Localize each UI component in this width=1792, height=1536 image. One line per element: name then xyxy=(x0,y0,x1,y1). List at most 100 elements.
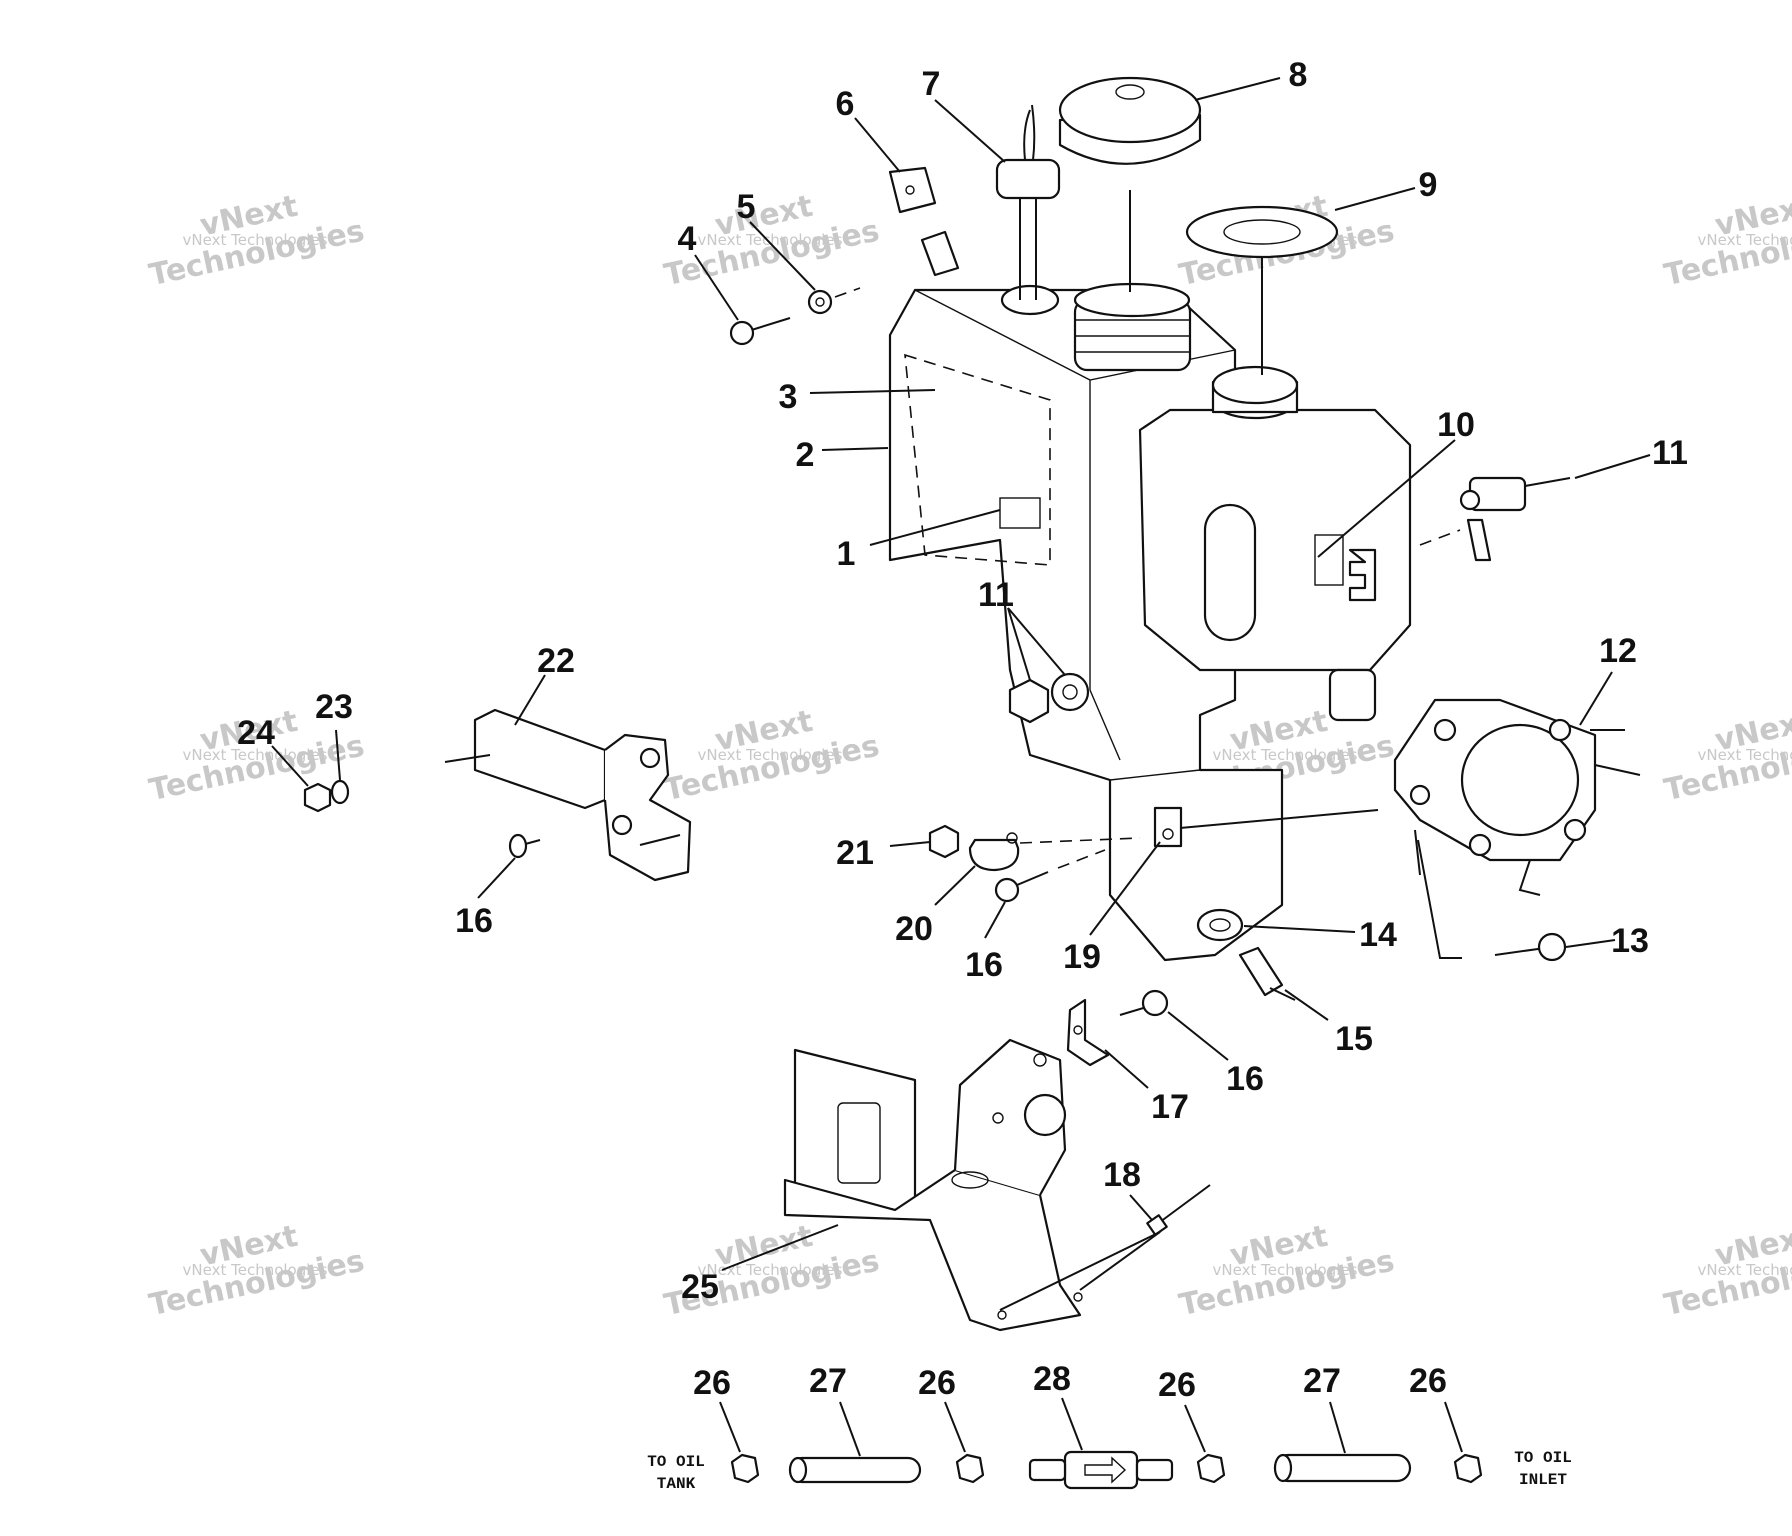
leader-line xyxy=(1574,454,1651,479)
bracket-tab xyxy=(1153,806,1183,848)
leader-line xyxy=(934,865,976,906)
leader-line xyxy=(1243,925,1356,933)
leader-line xyxy=(694,254,739,321)
callout-label: 7 xyxy=(922,65,941,103)
watermark-text: vNext Technologies xyxy=(698,746,843,764)
callout-label: 28 xyxy=(1033,1360,1071,1398)
tank-cap xyxy=(1058,76,1202,165)
callout-label: 11 xyxy=(978,576,1014,614)
nut-body xyxy=(928,824,960,859)
callout-label: 20 xyxy=(895,910,933,948)
leader-line xyxy=(934,99,1006,163)
callout-label: 3 xyxy=(779,378,798,416)
leader-line xyxy=(514,674,546,726)
leader-line xyxy=(1317,439,1456,558)
clamp-body xyxy=(730,1453,760,1484)
leader-line xyxy=(1104,1049,1149,1089)
bracket-hole xyxy=(997,1310,1007,1320)
clip-body xyxy=(1066,998,1110,1067)
leader-line xyxy=(1061,1397,1083,1451)
clamp-26 xyxy=(1196,1453,1226,1484)
filter-body xyxy=(1063,1450,1139,1490)
fitting-body xyxy=(1238,946,1284,997)
fitting-15 xyxy=(1238,946,1296,1001)
reservoir-window xyxy=(1203,503,1257,642)
leader-line xyxy=(335,729,341,781)
decal-outline xyxy=(904,353,1051,566)
bracket-hole-large xyxy=(1023,1093,1067,1137)
callout-label: 17 xyxy=(1151,1088,1189,1126)
callout-label: 25 xyxy=(681,1268,719,1306)
leader-line xyxy=(1089,841,1161,936)
callout-label: 24 xyxy=(237,714,275,752)
washer xyxy=(1050,672,1090,712)
pump-12 xyxy=(1393,698,1641,896)
grommet-ring xyxy=(1196,908,1244,942)
callout-label: 26 xyxy=(693,1364,731,1402)
screw-4 xyxy=(729,317,791,346)
callout-label: 8 xyxy=(1289,56,1308,94)
callout-label: 22 xyxy=(537,642,575,680)
clamp-26 xyxy=(955,1453,985,1484)
callout-label: 6 xyxy=(836,85,855,123)
hose-body xyxy=(1273,1453,1412,1483)
washer-ring xyxy=(807,289,833,315)
callout-label: 15 xyxy=(1335,1020,1373,1058)
callout-label: 27 xyxy=(1303,1362,1341,1400)
leader-line xyxy=(821,447,889,451)
washer-hole xyxy=(1062,684,1078,700)
tie-head xyxy=(1146,1214,1168,1236)
washer-5 xyxy=(807,289,833,315)
sensor-wire xyxy=(1023,104,1036,161)
callout-label: 13 xyxy=(1611,922,1649,960)
fitting-nipple xyxy=(1269,987,1296,1001)
filter-28 xyxy=(1028,1450,1174,1490)
leader-line xyxy=(1129,1194,1153,1221)
tab-body xyxy=(920,230,960,277)
bracket-base xyxy=(783,1168,1082,1332)
callout-label: 14 xyxy=(1359,916,1397,954)
note-to-oil-inlet: TO OIL INLET xyxy=(1514,1449,1572,1489)
pump-nipple xyxy=(1414,829,1421,876)
callout-label: 21 xyxy=(836,834,874,872)
bracket-tab-hole xyxy=(1162,828,1174,840)
callout-label: 16 xyxy=(1226,1060,1264,1098)
reservoir-neck-top xyxy=(1211,365,1299,405)
valve-11 xyxy=(1459,476,1571,562)
leader-line xyxy=(999,1231,1161,1311)
callout-label: 26 xyxy=(1409,1362,1447,1400)
filler-opening xyxy=(1073,282,1191,318)
sensor-port xyxy=(1000,284,1060,316)
screw-head xyxy=(508,833,528,859)
washer-23 xyxy=(330,779,350,805)
bracket-side xyxy=(953,1038,1067,1196)
oil-reservoir xyxy=(1138,408,1412,672)
filter-inlet xyxy=(1028,1458,1067,1482)
bracket-flange xyxy=(603,733,692,882)
filter-outlet xyxy=(1135,1458,1174,1482)
pump-bolt xyxy=(1433,718,1457,742)
watermark-text: vNext Technologies xyxy=(698,231,843,249)
leader-line xyxy=(944,1401,966,1453)
pump-nipple xyxy=(1594,764,1641,776)
watermark-text: vNext Technologies xyxy=(1698,231,1792,249)
pump-diaphragm xyxy=(1460,723,1580,837)
nut-24 xyxy=(303,782,332,813)
leader-line xyxy=(839,1401,861,1457)
callout-label: 1 xyxy=(837,535,856,573)
level-sensor xyxy=(995,104,1061,300)
center-line xyxy=(1019,837,1141,844)
watermark-text: vNext Technologies xyxy=(1213,746,1358,764)
bracket-slot xyxy=(837,1102,881,1184)
leader-line xyxy=(854,117,901,173)
bracket-hole xyxy=(1073,1292,1083,1302)
pump-nipple xyxy=(1518,859,1541,896)
clamp-20 xyxy=(968,832,1020,872)
clip-hole xyxy=(905,185,915,195)
leader-line xyxy=(869,509,1001,546)
callout-label: 19 xyxy=(1063,938,1101,976)
hose-body xyxy=(788,1456,922,1484)
screw-head xyxy=(1537,932,1567,962)
clamp-26 xyxy=(730,1453,760,1484)
hose-end xyxy=(1273,1453,1293,1483)
